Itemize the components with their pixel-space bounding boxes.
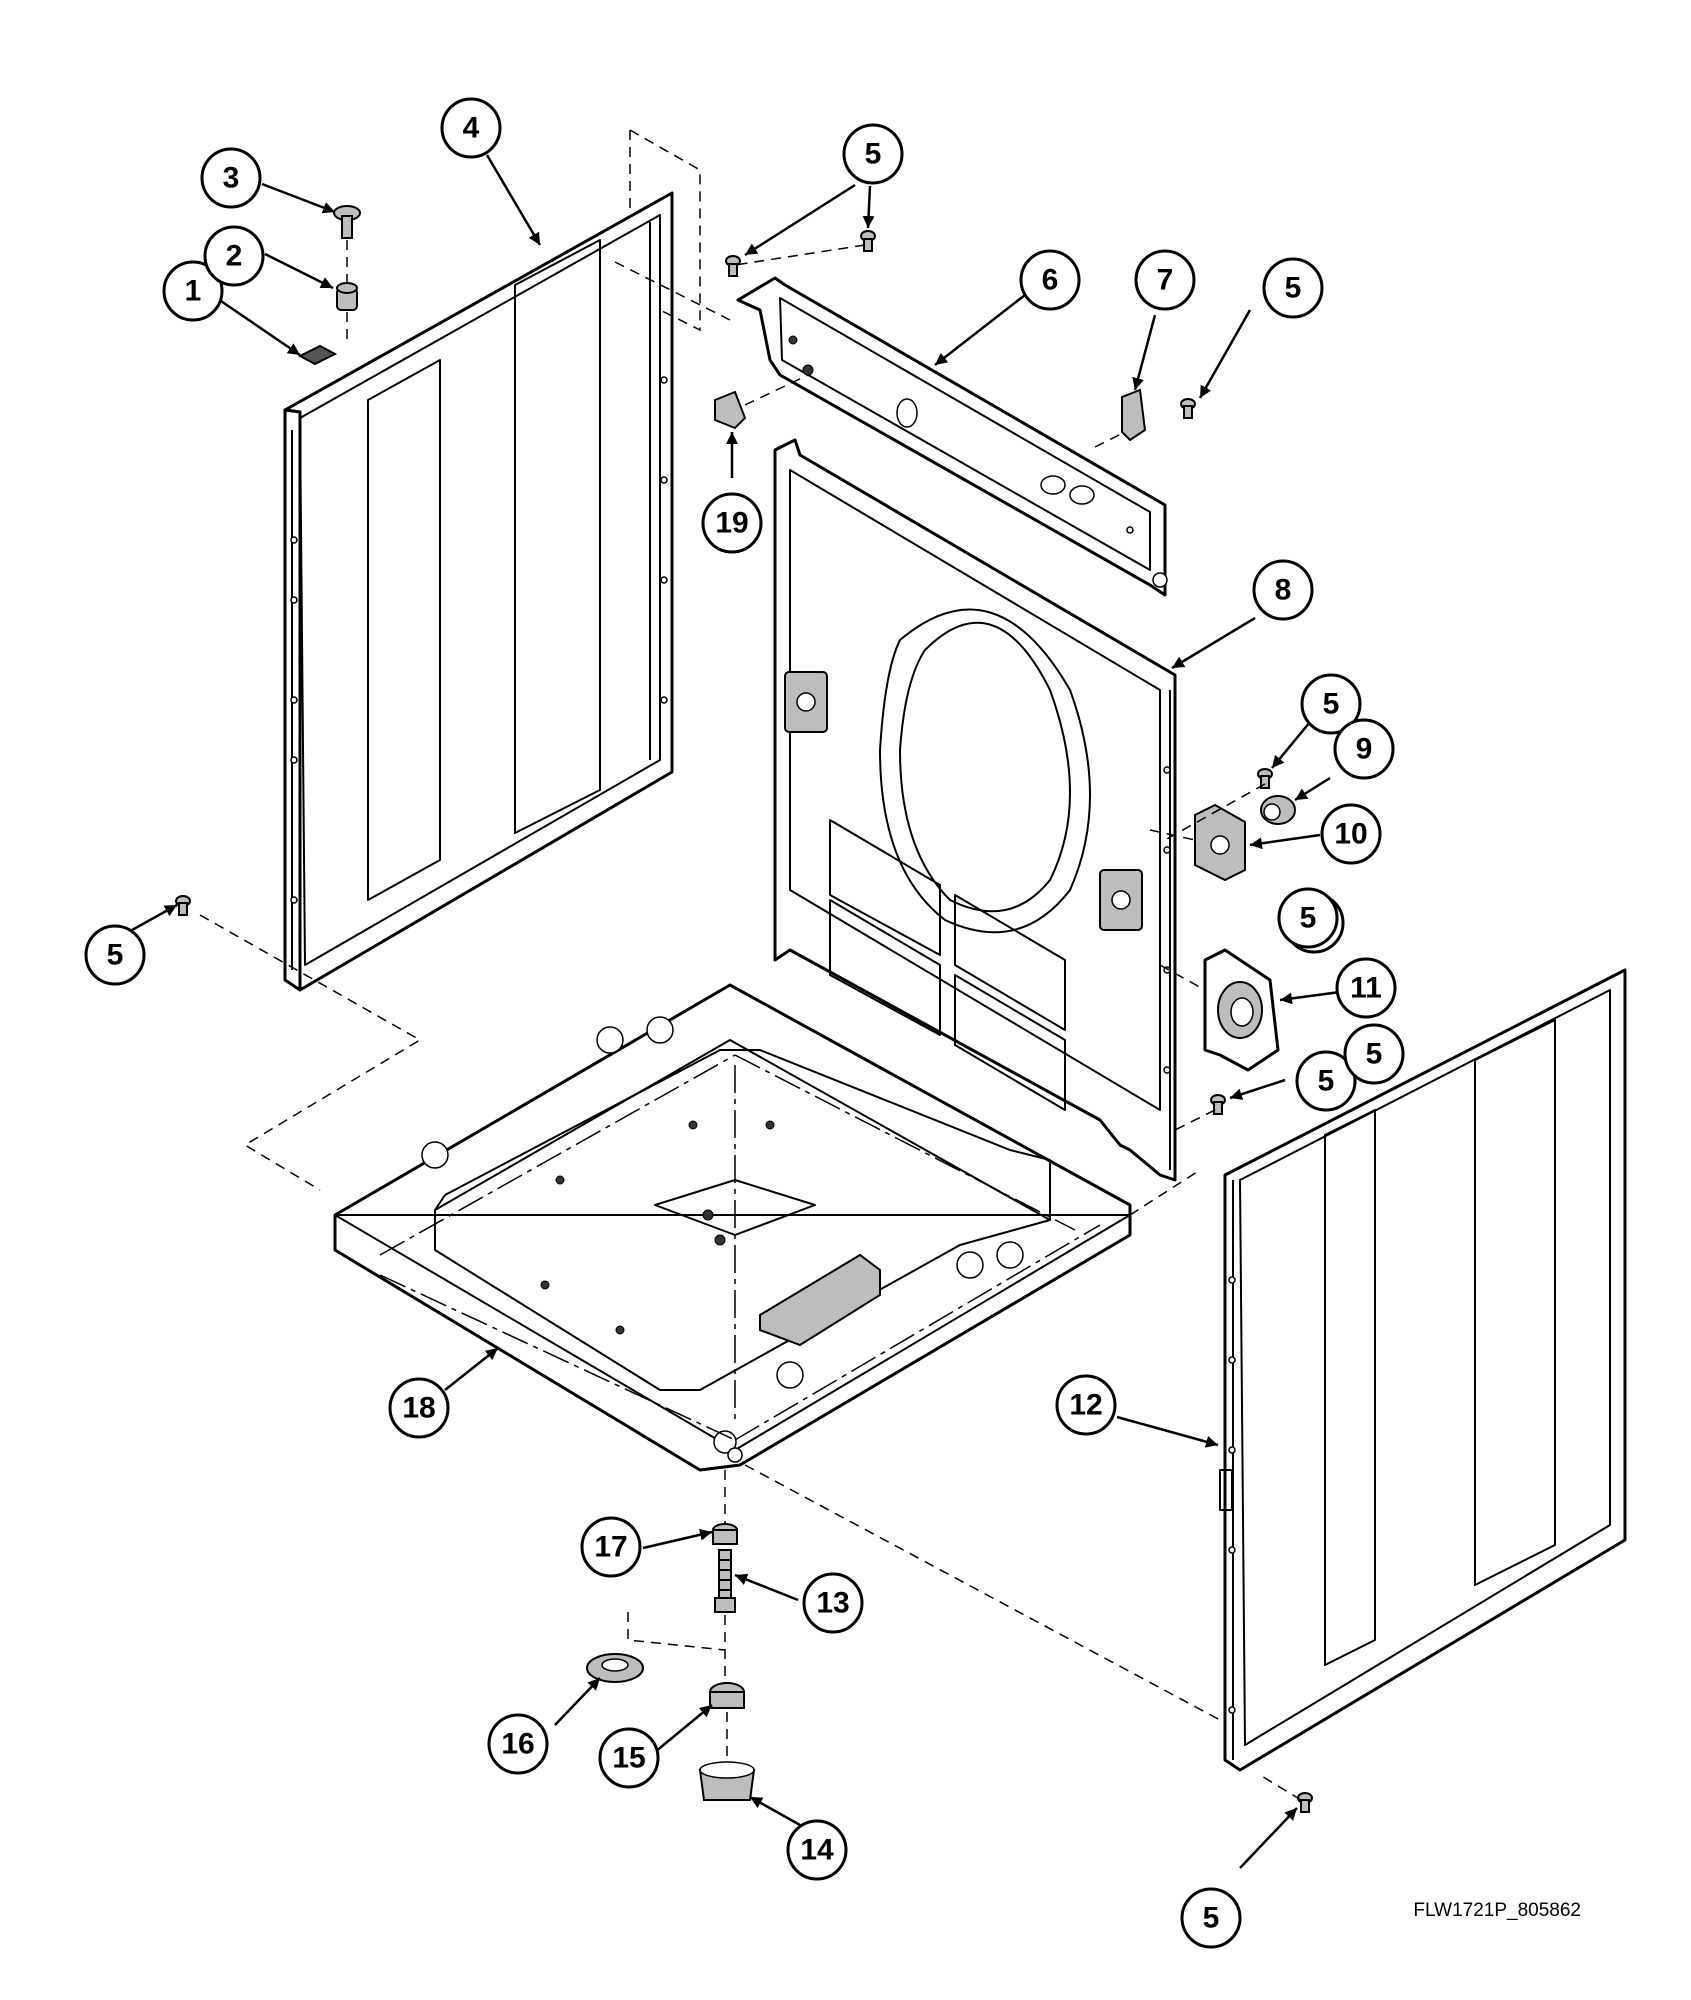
left-panel-alignment-lines — [199, 129, 731, 1191]
callout-circle — [203, 225, 265, 287]
callout-label: 5 — [865, 138, 882, 171]
callout-label: 5 — [1285, 272, 1302, 305]
callout-label: 5 — [1203, 1902, 1220, 1935]
callout-5-screw: 5 — [1343, 1023, 1405, 1085]
callout-label: 19 — [715, 507, 748, 540]
callout-circle — [1252, 559, 1314, 621]
callout-circle — [1019, 249, 1081, 311]
callout-label: 8 — [1275, 574, 1292, 607]
callout-circle — [1295, 1050, 1357, 1112]
callout-17-jam-nut: 17 — [580, 1516, 642, 1578]
panel-plug-part — [297, 344, 338, 366]
callout-circle — [487, 1713, 549, 1775]
left-side-panel — [283, 191, 674, 992]
callout-5-screw: 5 — [1300, 673, 1362, 735]
rear-panel — [773, 438, 1177, 1182]
callout-label: 1 — [185, 275, 202, 308]
callout-label: 16 — [501, 1728, 534, 1761]
callout-18-base-frame: 18 — [388, 1377, 450, 1439]
callout-19-connector: 19 — [701, 492, 763, 554]
callout-circle — [1333, 718, 1395, 780]
callout-circle — [701, 492, 763, 554]
callout-label: 2 — [226, 240, 243, 273]
callout-10-mounting-plate: 10 — [1320, 803, 1382, 865]
callout-2-spacer: 2 — [203, 225, 265, 287]
callout-5-screw: 5 — [1180, 1887, 1242, 1949]
callout-circle — [1335, 957, 1397, 1019]
callout-6-rear-top-rail: 6 — [1019, 249, 1081, 311]
grommet-part — [1260, 795, 1296, 825]
callout-circle — [786, 1819, 848, 1881]
callout-circle — [388, 1377, 450, 1439]
mounting-plate-part — [1149, 803, 1246, 882]
callout-label: 15 — [612, 1742, 645, 1775]
callout-label: 5 — [1366, 1038, 1383, 1071]
callout-label: 14 — [800, 1834, 834, 1867]
callout-circle — [1262, 257, 1324, 319]
callout-label: 3 — [223, 162, 240, 195]
callout-7-clip: 7 — [1134, 249, 1196, 311]
bracket-assembly-part — [1159, 948, 1280, 1072]
callout-5-screw: 5 — [1262, 257, 1324, 319]
rear-top-rail — [736, 276, 1168, 597]
drawing-id: FLW1721P_805862 — [1413, 1900, 1581, 1921]
callout-label: 6 — [1042, 264, 1059, 297]
callout-circle — [200, 147, 262, 209]
callout-label: 11 — [1350, 972, 1382, 1005]
callout-label: 12 — [1069, 1389, 1102, 1422]
callout-16-foot-cushion: 16 — [487, 1713, 549, 1775]
callout-circle — [580, 1516, 642, 1578]
callout-4-left-side-panel: 4 — [440, 97, 502, 159]
callout-5-screw: 5 — [84, 924, 146, 986]
callout-circle — [1134, 249, 1196, 311]
callout-label: 9 — [1356, 733, 1373, 766]
callout-9-grommet: 9 — [1333, 718, 1395, 780]
right-side-panel — [1219, 968, 1627, 1772]
spacer-part — [336, 282, 358, 311]
callout-15-leg-cap: 15 — [598, 1727, 660, 1789]
callout-circle — [1300, 673, 1362, 735]
clip-part — [1094, 388, 1147, 448]
callout-11-bracket-assembly: 11 — [1335, 957, 1397, 1019]
callout-circle — [1277, 887, 1339, 949]
callout-1-panel-plug: 1 — [162, 260, 224, 322]
callout-3-screw: 3 — [200, 147, 262, 209]
callout-circle — [162, 260, 224, 322]
base-frame — [333, 983, 1132, 1472]
callout-circle — [84, 924, 146, 986]
callout-circle — [802, 1572, 864, 1634]
callout-label: 5 — [107, 939, 124, 972]
callout-5-screw: 5 — [1295, 1050, 1357, 1112]
callout-label: 10 — [1334, 818, 1367, 851]
callout-label: 17 — [594, 1531, 627, 1564]
callout-label: 13 — [816, 1587, 849, 1620]
callout-circle — [440, 97, 502, 159]
callout-12-right-side-panel: 12 — [1055, 1374, 1117, 1436]
callout-13-leveling-leg: 13 — [802, 1572, 864, 1634]
callout-label: 5 — [1318, 1065, 1335, 1098]
callout-circle — [1055, 1374, 1117, 1436]
callout-5-screw: 5 — [842, 123, 904, 185]
callout-circle — [1320, 803, 1382, 865]
screw-part-3 — [333, 205, 361, 345]
callout-circle — [1343, 1023, 1405, 1085]
callout-label: 7 — [1157, 264, 1174, 297]
callout-circle — [1180, 1887, 1242, 1949]
callout-circle — [598, 1727, 660, 1789]
callout-label: 5 — [1300, 902, 1317, 935]
callout-group: 1234555555555678910111213141516171819 — [84, 97, 1405, 1949]
callout-8-rear-panel: 8 — [1252, 559, 1314, 621]
callout-label: 4 — [463, 112, 480, 145]
callout-label: 5 — [1323, 688, 1340, 721]
connector-part — [714, 374, 809, 430]
callout-circle — [842, 123, 904, 185]
leveling-leg-stack — [586, 1470, 756, 1801]
callout-5-screw: 5 — [1277, 887, 1339, 949]
callout-label: 18 — [402, 1392, 435, 1425]
callout-14-foot-pad: 14 — [786, 1819, 848, 1881]
